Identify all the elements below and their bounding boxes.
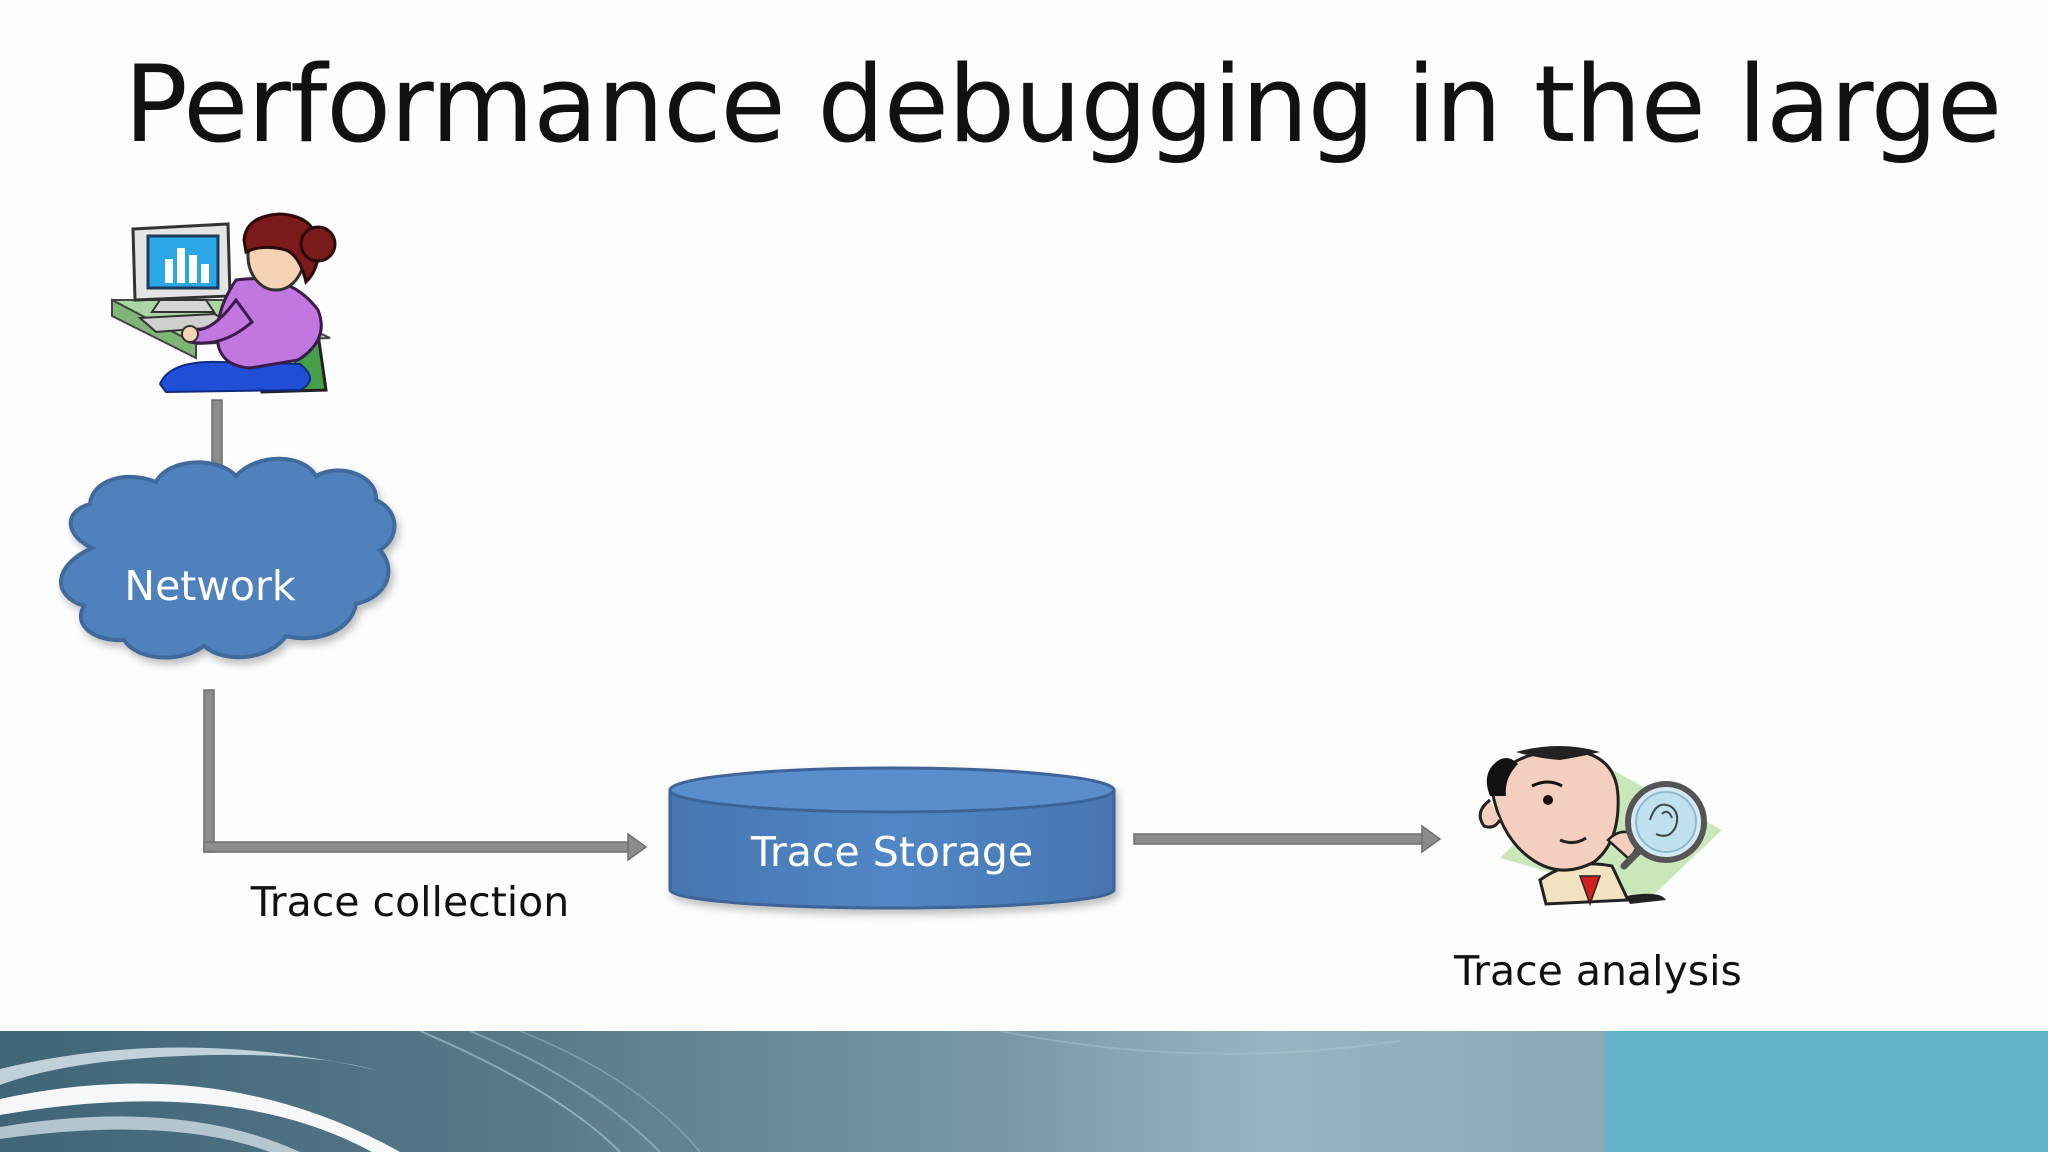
network-cloud xyxy=(61,459,395,658)
footer-accent-block xyxy=(1605,1031,2048,1152)
trace-storage-label: Trace Storage xyxy=(750,828,1033,876)
network-label: Network xyxy=(124,562,295,610)
person-with-magnifying-glass-icon xyxy=(1480,746,1722,904)
trace-analysis-caption: Trace analysis xyxy=(1453,947,1742,995)
footer-swoosh-decoration xyxy=(0,1031,1605,1152)
user-at-computer-icon xyxy=(112,214,335,392)
trace-collection-caption: Trace collection xyxy=(250,878,570,926)
arrow-storage-to-analysis xyxy=(1134,826,1440,852)
footer-band xyxy=(0,1031,2048,1152)
arrow-network-to-storage xyxy=(204,690,646,860)
